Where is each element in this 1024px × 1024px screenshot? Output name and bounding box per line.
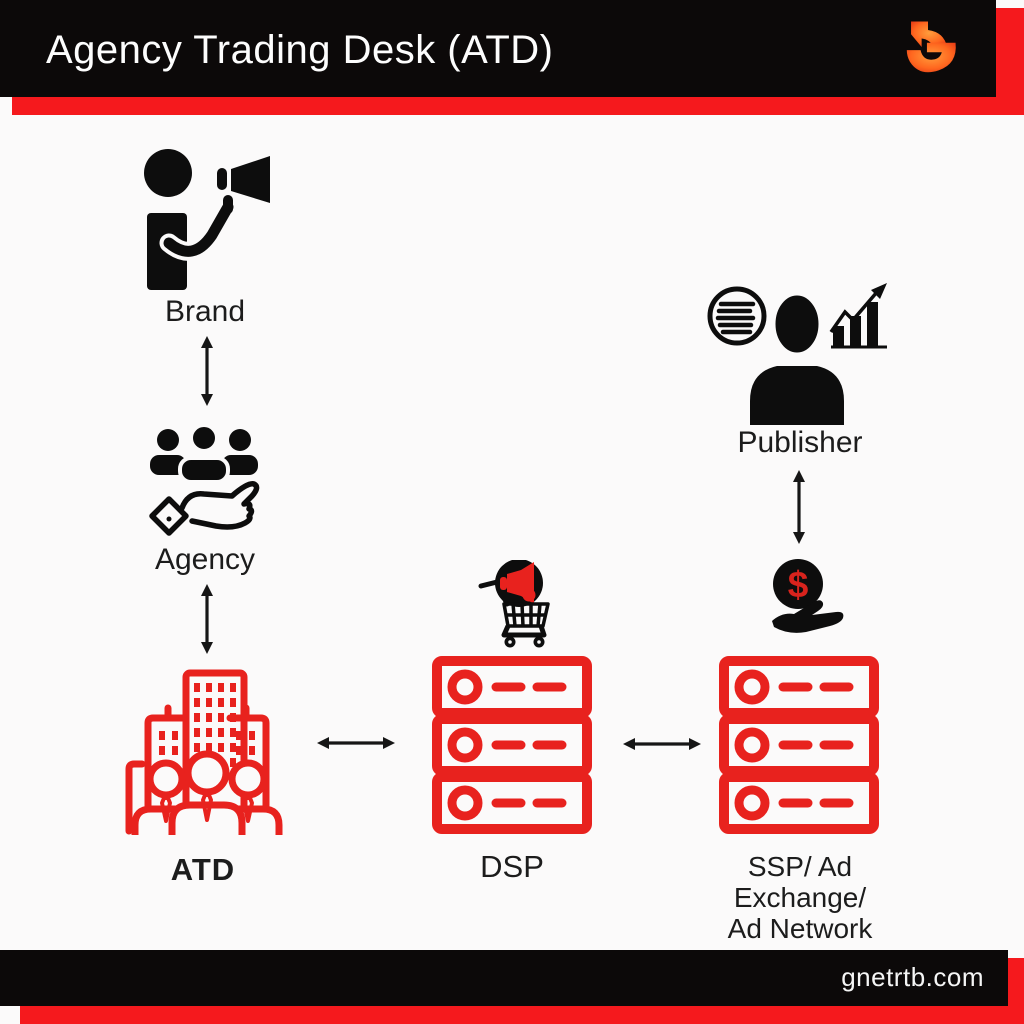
atd-dsp-arrow xyxy=(317,737,395,749)
dsp-label: DSP xyxy=(480,849,544,884)
ssp-label-line1: SSP/ Ad Exchange/ xyxy=(733,851,867,913)
team-on-hand-icon xyxy=(149,424,260,536)
agency-atd-arrow xyxy=(201,584,213,654)
website-text: gnetrtb.com xyxy=(841,962,984,992)
brand-agency-arrow xyxy=(201,336,213,406)
dsp-server-stack-icon xyxy=(432,656,592,834)
page-title: Agency Trading Desk (ATD) xyxy=(46,28,554,72)
dsp-ssp-arrow xyxy=(623,738,701,750)
dollar-coin-on-hand-icon: $ xyxy=(772,559,844,633)
atd-label: ATD xyxy=(170,852,236,887)
publisher-label: Publisher xyxy=(737,426,863,459)
ssp-server-stack-icon xyxy=(719,656,879,834)
publisher-ssp-arrow xyxy=(793,470,805,544)
footer-bar: gnetrtb.com xyxy=(0,950,1008,1006)
ssp-label-line2: Ad Network xyxy=(727,913,873,944)
agency-label: Agency xyxy=(154,543,256,576)
buildings-with-team-icon xyxy=(125,669,283,835)
ssp-label: SSP/ Ad Exchange/ Ad Network xyxy=(688,851,912,944)
person-with-megaphone-icon xyxy=(144,149,270,290)
publisher-person-icon xyxy=(750,290,844,425)
growth-chart-icon xyxy=(829,283,887,349)
shopping-cart-with-megaphone-icon xyxy=(478,560,550,648)
svg-text:$: $ xyxy=(788,564,809,605)
article-circle-icon xyxy=(707,286,767,346)
header-bar xyxy=(0,0,996,97)
gnet-logo-icon xyxy=(906,21,956,73)
brand-label: Brand xyxy=(164,295,246,328)
